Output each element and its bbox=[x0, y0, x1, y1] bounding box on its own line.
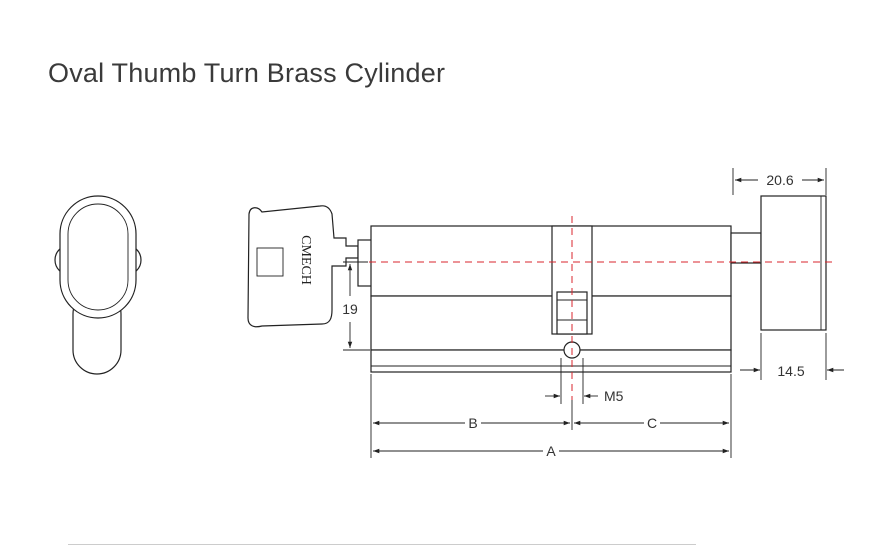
dimension-thumb-turn-width: 20.6 bbox=[732, 168, 827, 195]
svg-text:C: C bbox=[647, 415, 657, 431]
svg-text:B: B bbox=[468, 415, 477, 431]
cylinder-body bbox=[370, 225, 732, 373]
thumb-turn-side-view bbox=[54, 195, 142, 375]
dimension-b-c-a: B C A bbox=[370, 374, 732, 459]
page-title: Oval Thumb Turn Brass Cylinder bbox=[48, 58, 446, 88]
svg-text:M5: M5 bbox=[604, 388, 624, 404]
dimension-screw: M5 bbox=[545, 358, 624, 404]
svg-text:14.5: 14.5 bbox=[777, 363, 804, 379]
brand-mark: CMECH bbox=[298, 235, 313, 285]
key: CMECH bbox=[247, 205, 373, 328]
thumb-turn-end bbox=[730, 195, 827, 331]
dimension-thumb-turn-length: 14.5 bbox=[740, 333, 844, 380]
svg-text:20.6: 20.6 bbox=[766, 172, 793, 188]
dimension-height: 19 bbox=[342, 261, 370, 351]
svg-text:19: 19 bbox=[342, 301, 358, 317]
svg-text:A: A bbox=[546, 443, 556, 459]
footer-divider bbox=[68, 544, 696, 545]
